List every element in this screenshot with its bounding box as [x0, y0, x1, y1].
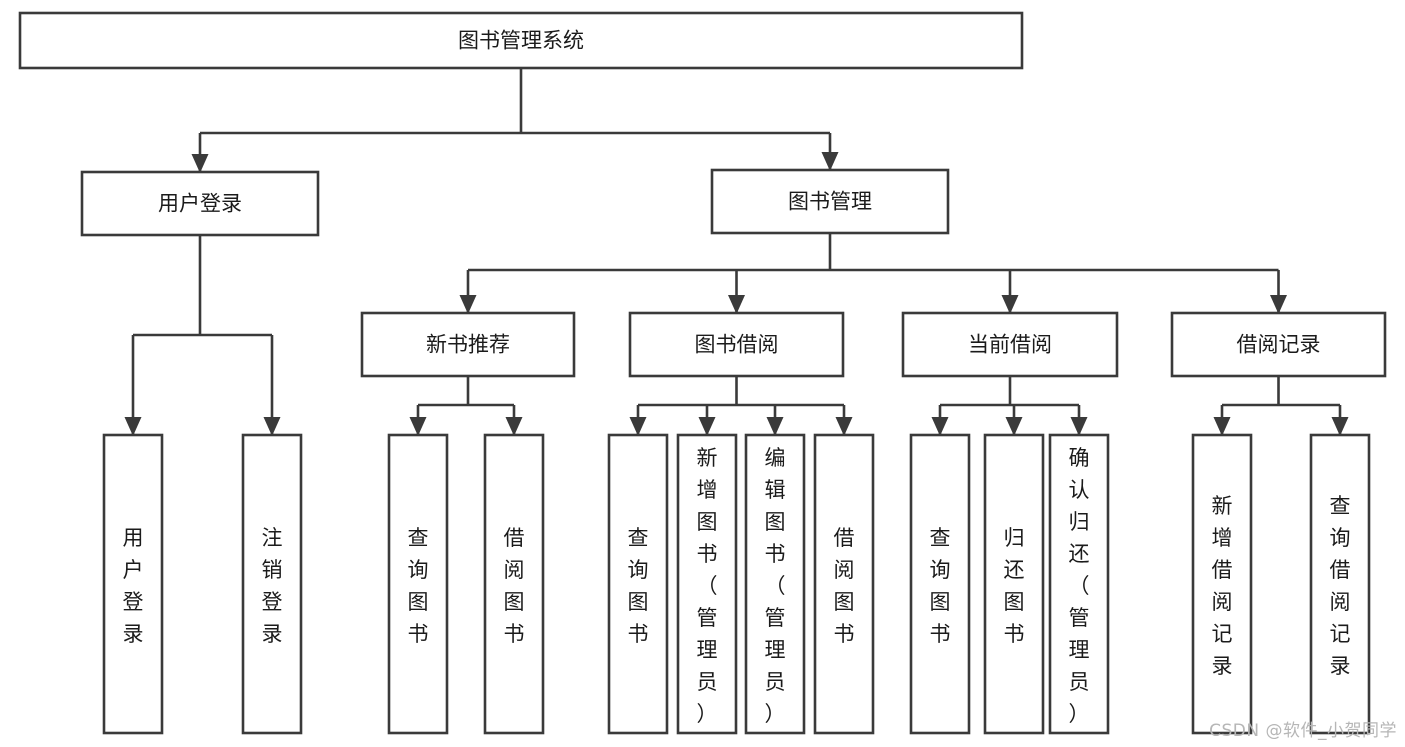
node-leaf-user-login[interactable]: 用户登录 [102, 433, 164, 735]
node-label-leaf-borrow-book-1: 借阅图书 [504, 526, 525, 646]
node-leaf-return-book[interactable]: 归还图书 [983, 433, 1045, 735]
node-leaf-add-borrow-record[interactable]: 新增借阅记录 [1191, 433, 1253, 735]
node-leaf-confirm-return-admin[interactable]: 确认归还（管理员） [1048, 433, 1110, 735]
node-borrow-record[interactable]: 借阅记录 [1170, 311, 1387, 378]
node-box-book-borrow [628, 311, 845, 378]
arrow-head [505, 417, 523, 436]
arrow-head [1070, 417, 1088, 436]
node-box-book-manage [710, 168, 950, 235]
node-leaf-query-borrow-record[interactable]: 查询借阅记录 [1309, 433, 1371, 735]
node-box-leaf-user-logout [241, 433, 303, 735]
arrow-head [1213, 417, 1231, 436]
arrow-head [1005, 417, 1023, 436]
node-leaf-query-book-2[interactable]: 查询图书 [607, 433, 669, 735]
node-label-leaf-query-book-2: 查询图书 [628, 526, 649, 646]
node-box-leaf-edit-book-admin [744, 433, 806, 735]
node-label-leaf-query-book-1: 查询图书 [408, 526, 429, 646]
node-label-root: 图书管理系统 [458, 29, 584, 53]
node-label-leaf-user-login: 用户登录 [123, 526, 144, 646]
node-label-leaf-confirm-return-admin: 确认归还（管理员） [1069, 446, 1090, 726]
arrow-head [629, 417, 647, 436]
node-current-borrow[interactable]: 当前借阅 [901, 311, 1119, 378]
arrow-head [459, 295, 477, 314]
node-root[interactable]: 图书管理系统 [18, 11, 1024, 70]
node-box-leaf-user-login [102, 433, 164, 735]
node-book-borrow[interactable]: 图书借阅 [628, 311, 845, 378]
arrow-head [1331, 417, 1349, 436]
arrow-head [191, 154, 209, 173]
node-box-root [18, 11, 1024, 70]
arrow-head [766, 417, 784, 436]
arrow-head [821, 152, 839, 171]
node-leaf-query-book-1[interactable]: 查询图书 [387, 433, 449, 735]
node-leaf-edit-book-admin[interactable]: 编辑图书（管理员） [744, 433, 806, 735]
node-user-login[interactable]: 用户登录 [80, 170, 320, 237]
node-new-book-recommend[interactable]: 新书推荐 [360, 311, 576, 378]
node-leaf-user-logout[interactable]: 注销登录 [241, 433, 303, 735]
connector-layer [124, 68, 1349, 436]
node-box-leaf-query-book-2 [607, 433, 669, 735]
arrow-head [728, 295, 745, 314]
node-label-book-manage: 图书管理 [788, 190, 872, 214]
arrow-head [124, 417, 142, 436]
node-box-leaf-add-book-admin [676, 433, 738, 735]
node-box-user-login [80, 170, 320, 237]
node-leaf-borrow-book-2[interactable]: 借阅图书 [813, 433, 875, 735]
node-book-manage[interactable]: 图书管理 [710, 168, 950, 235]
arrow-head [263, 417, 281, 436]
node-box-new-book-recommend [360, 311, 576, 378]
node-box-leaf-query-book-3 [909, 433, 971, 735]
node-label-leaf-query-borrow-record: 查询借阅记录 [1330, 494, 1351, 678]
node-leaf-query-book-3[interactable]: 查询图书 [909, 433, 971, 735]
node-box-leaf-add-borrow-record [1191, 433, 1253, 735]
node-box-leaf-confirm-return-admin [1048, 433, 1110, 735]
node-label-current-borrow: 当前借阅 [968, 333, 1052, 357]
node-box-leaf-borrow-book-2 [813, 433, 875, 735]
node-label-leaf-return-book: 归还图书 [1004, 526, 1025, 646]
node-label-user-login: 用户登录 [158, 192, 242, 216]
node-box-leaf-query-borrow-record [1309, 433, 1371, 735]
node-layer: 图书管理系统用户登录图书管理新书推荐图书借阅当前借阅借阅记录用户登录注销登录查询… [18, 11, 1387, 735]
node-box-current-borrow [901, 311, 1119, 378]
node-label-leaf-query-book-3: 查询图书 [930, 526, 951, 646]
node-label-leaf-add-borrow-record: 新增借阅记录 [1212, 494, 1233, 678]
node-box-leaf-return-book [983, 433, 1045, 735]
arrow-head [409, 417, 427, 436]
arrow-head [1270, 295, 1287, 314]
arrow-head [931, 417, 949, 436]
arrow-head [835, 417, 853, 436]
node-label-leaf-edit-book-admin: 编辑图书（管理员） [765, 446, 786, 726]
node-box-leaf-borrow-book-1 [483, 433, 545, 735]
node-leaf-borrow-book-1[interactable]: 借阅图书 [483, 433, 545, 735]
node-label-borrow-record: 借阅记录 [1237, 333, 1321, 357]
node-label-leaf-add-book-admin: 新增图书（管理员） [697, 446, 718, 726]
arrow-head [698, 417, 716, 436]
node-box-leaf-query-book-1 [387, 433, 449, 735]
node-label-leaf-borrow-book-2: 借阅图书 [834, 526, 855, 646]
arrow-head [1001, 295, 1019, 314]
node-label-book-borrow: 图书借阅 [695, 333, 779, 357]
node-label-new-book-recommend: 新书推荐 [426, 333, 510, 357]
node-label-leaf-user-logout: 注销登录 [262, 526, 283, 646]
node-box-borrow-record [1170, 311, 1387, 378]
node-leaf-add-book-admin[interactable]: 新增图书（管理员） [676, 433, 738, 735]
